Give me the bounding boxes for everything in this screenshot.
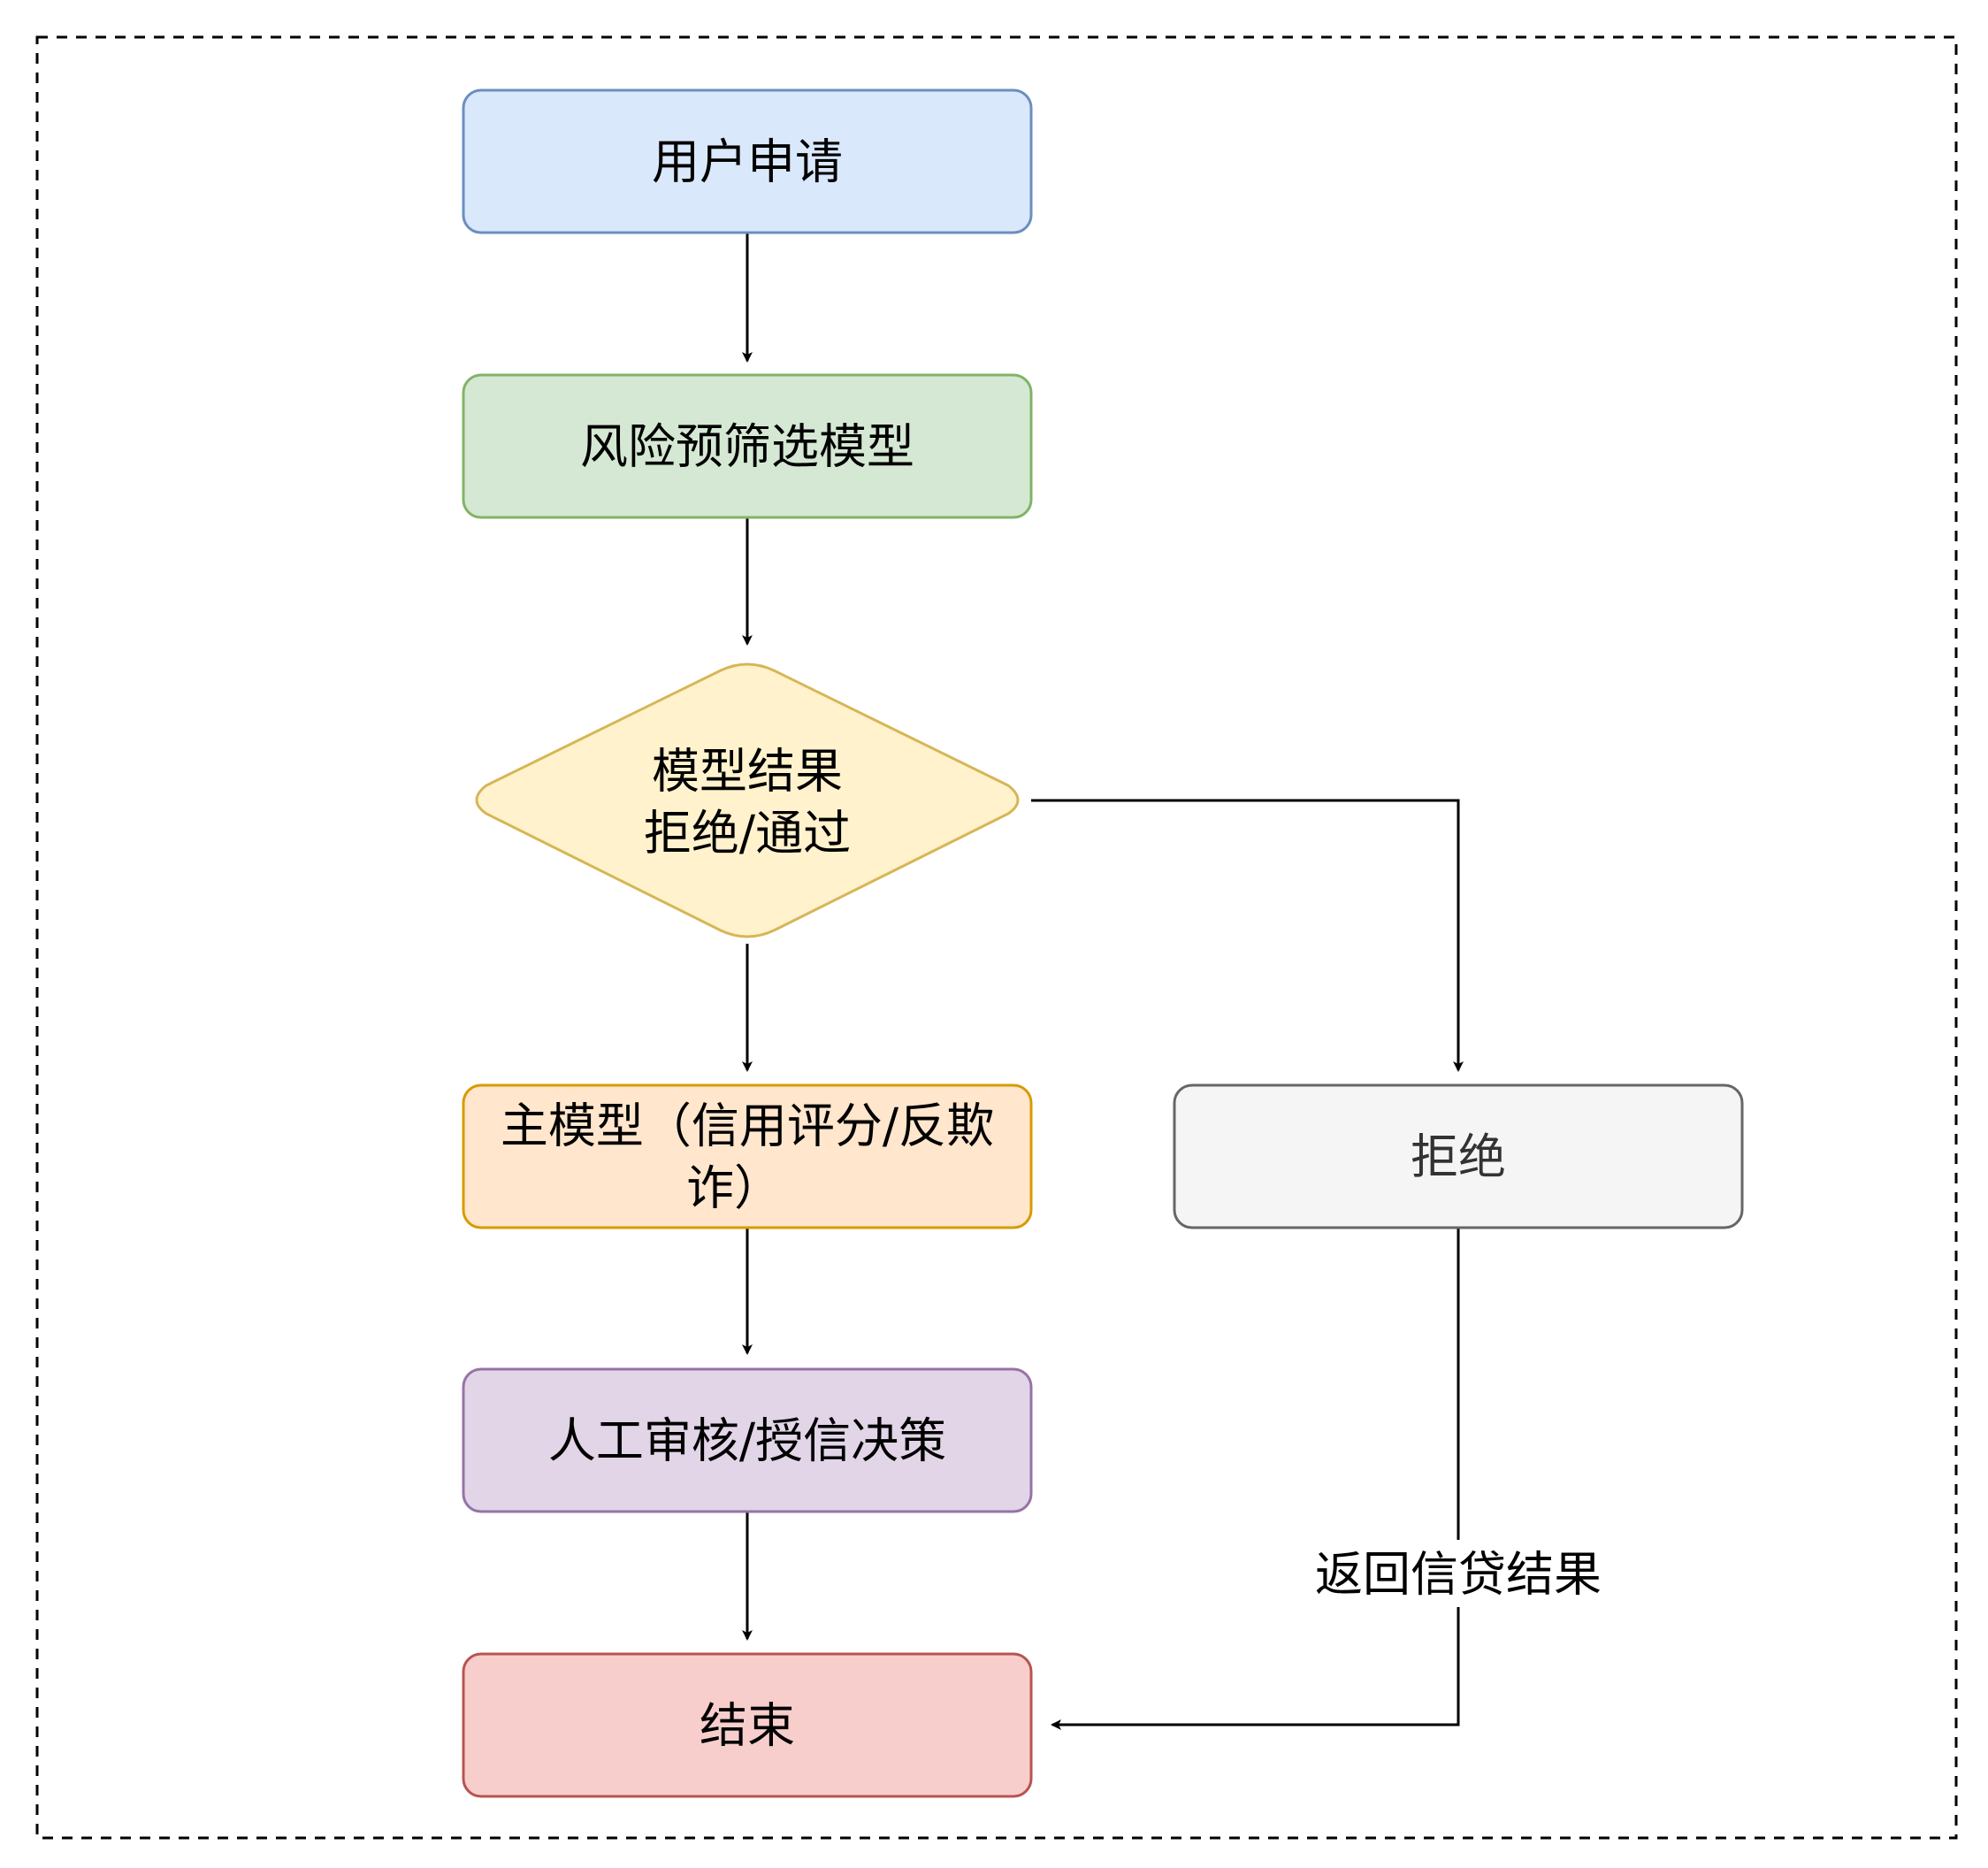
node-end[interactable]: 结束 xyxy=(462,1652,1033,1798)
edges xyxy=(742,233,1464,1730)
node-reject[interactable]: 拒绝 xyxy=(1173,1083,1744,1229)
node-risk-prescreen[interactable]: 风险预筛选模型 xyxy=(462,373,1033,519)
edge-reject-to-end xyxy=(1051,1228,1460,1730)
return-result-label: 返回信贷结果 xyxy=(1315,1547,1602,1603)
node-main-model[interactable]: 主模型（信用评分/反欺 诈） xyxy=(462,1083,1033,1229)
node-user-apply[interactable]: 用户申请 xyxy=(462,88,1033,234)
edge-label-return: 返回信贷结果 xyxy=(1307,1540,1610,1607)
dashed-frame xyxy=(35,35,1958,1840)
node-end-label: 结束 xyxy=(700,1698,795,1754)
node-manual-review[interactable]: 人工审核/授信决策 xyxy=(462,1367,1033,1513)
node-model-decision[interactable]: 模型结果 拒绝/通过 xyxy=(475,662,1020,938)
node-risk-prescreen-label: 风险预筛选模型 xyxy=(580,419,914,475)
edge-decision-to-reject xyxy=(1031,799,1464,1072)
node-model-decision-line1: 模型结果 xyxy=(652,744,843,800)
node-main-model-line2: 诈） xyxy=(686,1160,782,1216)
node-reject-label: 拒绝 xyxy=(1411,1129,1506,1185)
node-user-apply-label: 用户申请 xyxy=(652,134,843,190)
node-manual-review-label: 人工审核/授信决策 xyxy=(548,1413,946,1469)
node-model-decision-line2: 拒绝/通过 xyxy=(644,806,851,861)
node-main-model-line1: 主模型（信用评分/反欺 xyxy=(501,1099,994,1154)
